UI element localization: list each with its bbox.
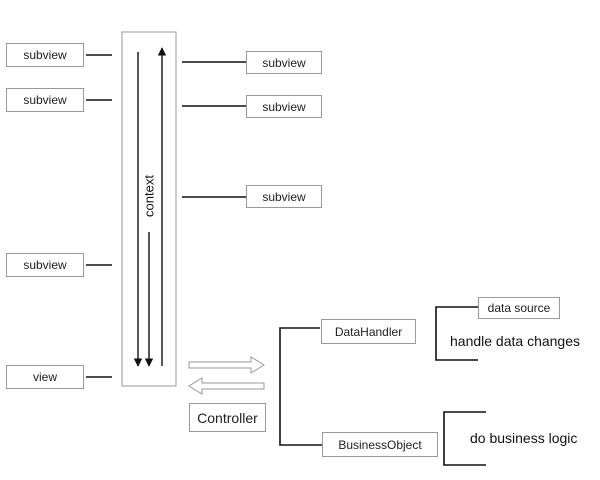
hollow-arrow-right <box>188 356 265 374</box>
business-object-bracket <box>443 411 486 466</box>
data-handler-box: DataHandler <box>321 319 416 344</box>
hollow-arrow-left <box>188 377 265 395</box>
view-box: view <box>6 365 84 389</box>
right-subview-2: subview <box>246 95 322 118</box>
left-subview-3: subview <box>6 253 84 277</box>
left-subview-1: subview <box>6 43 84 67</box>
handle-data-changes-label: handle data changes <box>450 333 580 349</box>
left-subview-2: subview <box>6 88 84 112</box>
business-object-box: BusinessObject <box>322 432 438 457</box>
right-subview-1: subview <box>246 51 322 74</box>
data-source-box: data source <box>478 297 560 319</box>
controller-box: Controller <box>189 403 266 432</box>
data-handler-bracket <box>435 306 478 361</box>
right-subview-3: subview <box>246 185 322 208</box>
context-label: context <box>142 171 157 221</box>
controller-bracket <box>279 327 322 446</box>
business-logic-label: do business logic <box>470 430 578 446</box>
